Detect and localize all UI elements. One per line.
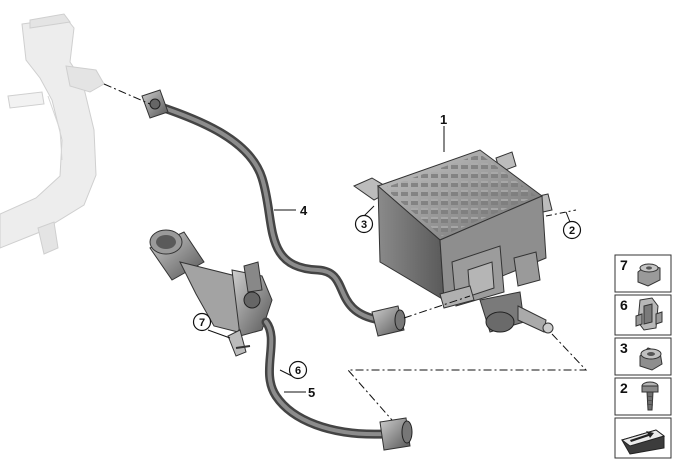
callout-5: 5 [308, 385, 315, 400]
hose-4-canister-connector [371, 305, 406, 337]
callouts: 1 4 5 2 3 6 7 [192, 112, 582, 400]
callout-2: 2 [569, 225, 575, 237]
dashdot-canister-bottom [346, 333, 588, 421]
bolt-icon [641, 381, 659, 411]
callout-7: 7 [199, 317, 205, 329]
callout-2-circle: 2 [562, 220, 582, 240]
dashdot-hose-to-canister [403, 295, 471, 319]
legend-item-7-number: 7 [620, 257, 628, 273]
grommet-icon [639, 347, 663, 371]
leader-7 [207, 329, 231, 339]
hose-5-end-connector [379, 417, 413, 451]
hose-5 [261, 317, 413, 451]
legend-item-3: 3 [614, 337, 672, 376]
legend-footer [614, 417, 672, 459]
callout-6: 6 [295, 365, 301, 377]
legend-item-2-number: 2 [620, 380, 628, 396]
leader-lines [103, 83, 588, 421]
charcoal-canister [352, 149, 554, 334]
leader-2 [565, 211, 571, 223]
dashdot-filler-to-hose [103, 83, 151, 105]
purge-valve-assembly [149, 229, 273, 357]
arrow-sign-icon [620, 429, 666, 455]
legend-item-3-number: 3 [620, 340, 628, 356]
callout-1: 1 [440, 112, 447, 127]
legend-item-6-number: 6 [620, 297, 628, 313]
callout-3: 3 [361, 219, 367, 231]
clip-icon [635, 297, 663, 331]
hose-4 [141, 89, 406, 337]
parts-legend: 7 6 3 [614, 254, 672, 459]
hose-4-end-connector [141, 89, 169, 119]
nut-icon [637, 263, 661, 287]
filler-neck-ghost [0, 13, 105, 255]
legend-item-6: 6 [614, 294, 672, 336]
dashdot-bolt-2 [545, 209, 577, 217]
callout-6-circle: 6 [288, 360, 308, 380]
callout-7-circle: 7 [192, 312, 212, 332]
callout-3-circle: 3 [354, 214, 374, 234]
callout-4: 4 [300, 203, 308, 218]
legend-item-2: 2 [614, 377, 672, 416]
legend-item-7: 7 [614, 254, 672, 293]
